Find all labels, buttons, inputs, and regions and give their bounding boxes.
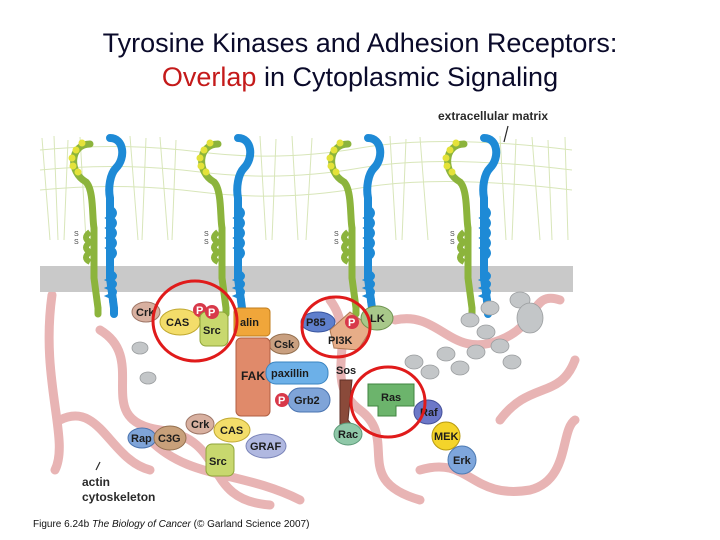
svg-text:S: S <box>334 239 339 246</box>
svg-text:GRAF: GRAF <box>250 441 281 453</box>
c3g: C3G <box>153 425 187 451</box>
plasma-membrane <box>40 266 573 292</box>
grb2: Grb2 <box>287 387 331 413</box>
svg-text:paxillin: paxillin <box>271 368 309 380</box>
caption-prefix: Figure 6.24b <box>33 519 92 530</box>
extracellular-matrix <box>39 135 573 241</box>
svg-text:Rac: Rac <box>338 429 358 441</box>
title-rest: in Cytoplasmic Signaling <box>256 62 559 92</box>
phospho-grb2: P <box>275 393 289 407</box>
svg-text:S: S <box>74 239 79 246</box>
svg-text:C3G: C3G <box>158 433 181 445</box>
svg-text:S: S <box>204 231 209 238</box>
figure-caption: Figure 6.24b The Biology of Cancer (© Ga… <box>33 519 309 530</box>
svg-text:P: P <box>196 305 203 317</box>
svg-text:PI3K: PI3K <box>328 335 353 347</box>
phospho-src-top: P <box>205 305 219 319</box>
title-highlight: Overlap <box>161 62 257 92</box>
highlight-cas-src <box>151 279 239 363</box>
svg-text:S: S <box>450 231 455 238</box>
slide-title-line1: Tyrosine Kinases and Adhesion Receptors: <box>102 28 618 58</box>
rac: Rac <box>333 422 363 446</box>
svg-text:S: S <box>334 231 339 238</box>
svg-text:Erk: Erk <box>453 455 472 467</box>
svg-text:P85: P85 <box>306 317 326 329</box>
crk-bottom: Crk <box>185 413 215 435</box>
svg-text:Ras: Ras <box>381 392 401 404</box>
caption-suffix: (© Garland Science 2007) <box>190 519 310 530</box>
svg-text:Sos: Sos <box>336 365 356 377</box>
cytoskeleton-label: cytoskeleton <box>82 490 155 504</box>
svg-text:P: P <box>208 307 215 319</box>
svg-text:S: S <box>204 239 209 246</box>
ecm-pointer <box>503 125 509 143</box>
svg-text:S: S <box>450 239 455 246</box>
highlight-pi3k <box>300 295 372 359</box>
talin: alin <box>233 307 271 337</box>
mek: MEK <box>431 421 461 451</box>
svg-text:Csk: Csk <box>274 339 295 351</box>
paxillin: paxillin <box>265 361 329 385</box>
svg-text:P: P <box>348 317 355 329</box>
grey-globule-chain <box>131 291 544 385</box>
fak: FAK <box>235 337 271 417</box>
svg-text:Grb2: Grb2 <box>294 395 320 407</box>
erk: Erk <box>447 445 477 475</box>
actin-pointer <box>95 461 101 471</box>
src-top: Src <box>199 311 229 347</box>
svg-text:Crk: Crk <box>136 307 155 319</box>
svg-text:Crk: Crk <box>191 419 210 431</box>
svg-text:FAK: FAK <box>241 369 265 383</box>
slide-title-line2: Overlap in Cytoplasmic Signaling <box>0 60 720 94</box>
graf: GRAF <box>245 433 287 459</box>
svg-text:Rap: Rap <box>131 433 152 445</box>
ras: Ras <box>367 383 415 417</box>
actin-label: actin <box>82 475 110 489</box>
svg-text:CAS: CAS <box>166 317 189 329</box>
caption-book-title: The Biology of Cancer <box>91 519 191 530</box>
svg-text:alin: alin <box>240 317 259 329</box>
svg-text:Src: Src <box>209 456 227 468</box>
csk: Csk <box>268 333 300 355</box>
src-bottom: Src <box>205 443 235 477</box>
svg-text:Src: Src <box>203 325 221 337</box>
svg-text:LK: LK <box>370 313 385 325</box>
ilk: LK <box>360 305 394 331</box>
svg-text:CAS: CAS <box>220 425 243 437</box>
highlight-circles <box>151 279 427 439</box>
extracellular-matrix-label: extracellular matrix <box>438 109 548 123</box>
highlight-ras <box>349 365 427 439</box>
svg-text:S: S <box>74 231 79 238</box>
rap: Rap <box>127 427 157 449</box>
svg-text:MEK: MEK <box>434 431 459 443</box>
phospho-pi3k: P <box>345 315 359 329</box>
cas-bottom: CAS <box>213 417 251 443</box>
disulfide-labels: SS SS SS SS <box>74 231 455 246</box>
svg-text:P: P <box>278 395 285 407</box>
